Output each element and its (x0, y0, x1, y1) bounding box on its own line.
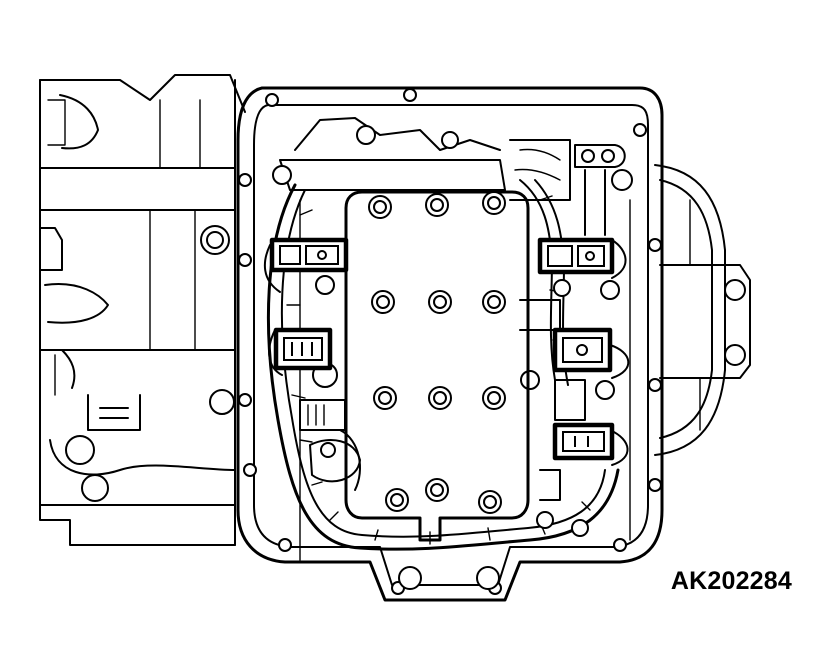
solenoid-parts-left (299, 275, 361, 491)
solenoid-connector-left-upper (269, 237, 349, 273)
case-right-flange (654, 164, 751, 456)
cover-bolts (368, 191, 506, 514)
transmission-case (39, 74, 246, 546)
valve-body-cover-plate (344, 190, 530, 542)
oil-pan-flange (200, 86, 664, 602)
solenoid-parts-right (519, 279, 620, 537)
solenoid-connector-right-lower (552, 422, 615, 461)
solenoid-connector-right-middle (552, 327, 613, 373)
valve-body-upper (272, 117, 633, 561)
solenoid-connector-right-upper (537, 237, 615, 275)
figure-code-label: AK202284 (670, 567, 792, 595)
solenoid-connector-left-lower (273, 327, 333, 371)
